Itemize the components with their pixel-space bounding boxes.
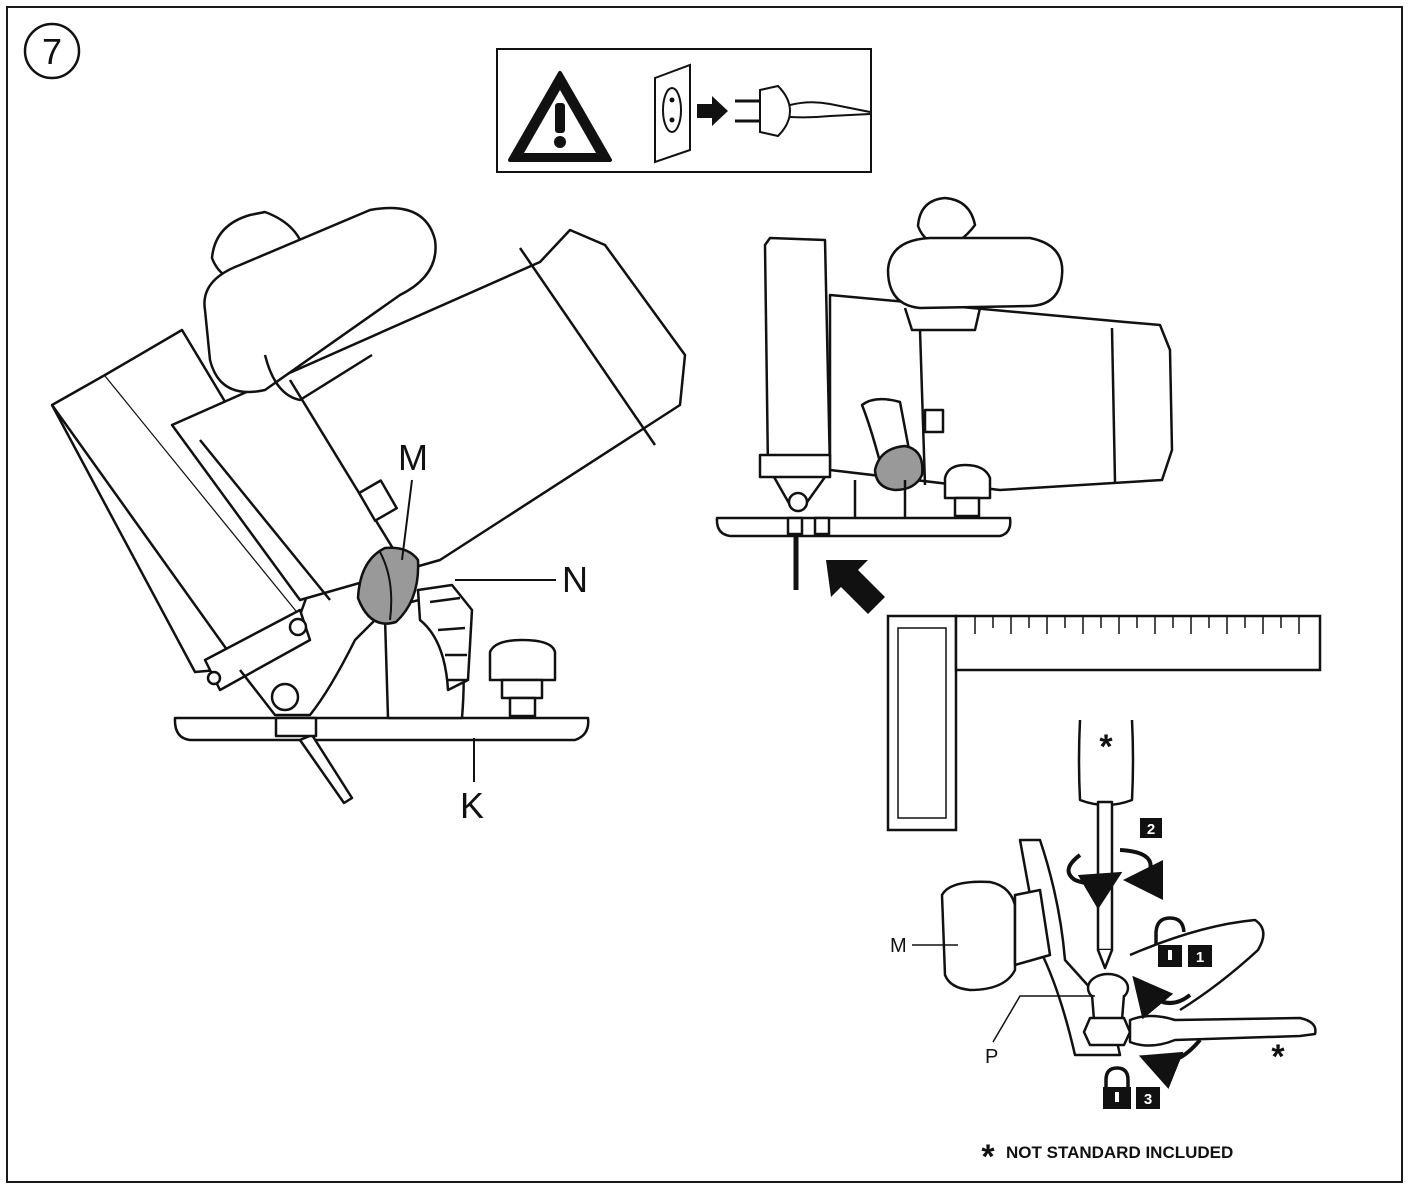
bevel-lock-knob <box>356 546 420 625</box>
warning-triangle-icon <box>508 71 612 162</box>
unplug-from-socket-icon <box>654 63 871 164</box>
main-handle <box>203 206 437 394</box>
rotation-arrows <box>1066 848 1202 1089</box>
diagram-frame <box>6 6 1403 1183</box>
label-n: N <box>562 559 588 600</box>
padlock-closed-icon <box>1103 1066 1131 1109</box>
footnote-text: NOT STANDARD INCLUDED <box>1006 1143 1233 1162</box>
label-m: M <box>398 437 428 478</box>
circular-saw-tilted <box>50 206 687 805</box>
upright-lock-knob <box>873 444 924 492</box>
adjustment-detail <box>940 719 1317 1057</box>
footnote-star: * <box>981 1138 995 1176</box>
step-3-badge: 3 <box>1136 1087 1160 1109</box>
screwdriver-shaft <box>1096 800 1114 952</box>
detail-lock-knob <box>940 880 1017 992</box>
label-p-detail: P <box>985 1046 998 1068</box>
motor-housing <box>170 228 687 602</box>
step-1: 1 <box>1196 949 1204 966</box>
step-number-badge: 7 <box>23 22 81 80</box>
step-3: 3 <box>1144 1091 1152 1108</box>
depth-knob <box>488 638 557 682</box>
safety-warning-box <box>496 48 872 173</box>
pointer-arrow <box>826 560 885 614</box>
upright-depth-knob <box>943 463 992 500</box>
star-not-included-screwdriver: * <box>1099 728 1113 766</box>
step-1-badge: 1 <box>1188 945 1212 967</box>
label-k: K <box>460 785 484 826</box>
step-2: 2 <box>1147 821 1155 838</box>
try-square <box>886 614 1322 832</box>
wrench <box>1128 1014 1317 1047</box>
star-not-included-wrench: * <box>1271 1038 1285 1076</box>
step-2-badge: 2 <box>1140 818 1162 838</box>
hex-nut <box>1082 1016 1132 1047</box>
padlock-open-icon <box>1154 916 1186 967</box>
upright-base-plate <box>715 516 1012 538</box>
circular-saw-upright <box>715 196 1174 590</box>
upright-main-handle <box>886 236 1064 310</box>
bevel-scale <box>416 583 474 692</box>
label-m-detail: M <box>890 935 907 957</box>
saw-blade <box>298 733 354 805</box>
base-plate <box>173 716 590 742</box>
upright-blade-guard <box>763 236 832 472</box>
ruler-ticks <box>974 616 1300 634</box>
step-number: 7 <box>42 31 62 72</box>
